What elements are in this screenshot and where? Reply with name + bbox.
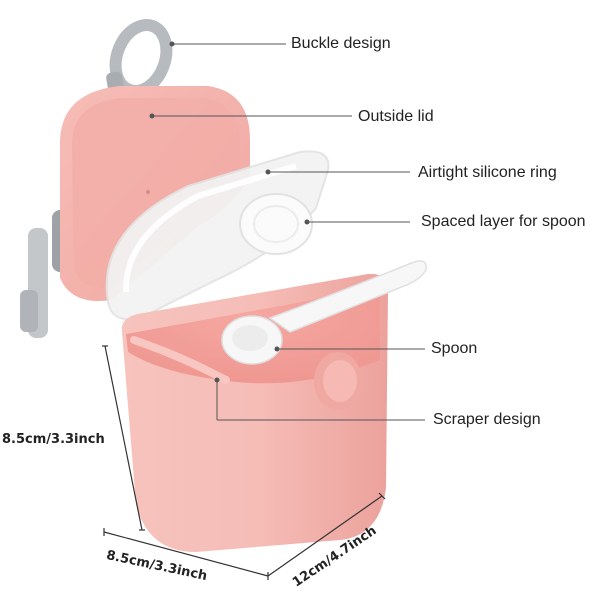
callout-silicone-ring: Airtight silicone ring [418, 164, 557, 181]
callout-buckle-design: Buckle design [291, 35, 391, 52]
dimension-height-label: 8.5cm/3.3inch [2, 432, 105, 447]
callout-scraper-design: Scraper design [433, 411, 541, 428]
dimension-lines [102, 345, 386, 580]
callout-spoon: Spoon [431, 340, 478, 357]
callout-lines [149, 41, 425, 421]
callout-outside-lid: Outside lid [358, 108, 434, 125]
outside-lid [60, 86, 250, 302]
callout-spoon-layer: Spaced layer for spoon [421, 213, 586, 230]
spoon [221, 260, 427, 365]
clear-lid [105, 150, 330, 321]
